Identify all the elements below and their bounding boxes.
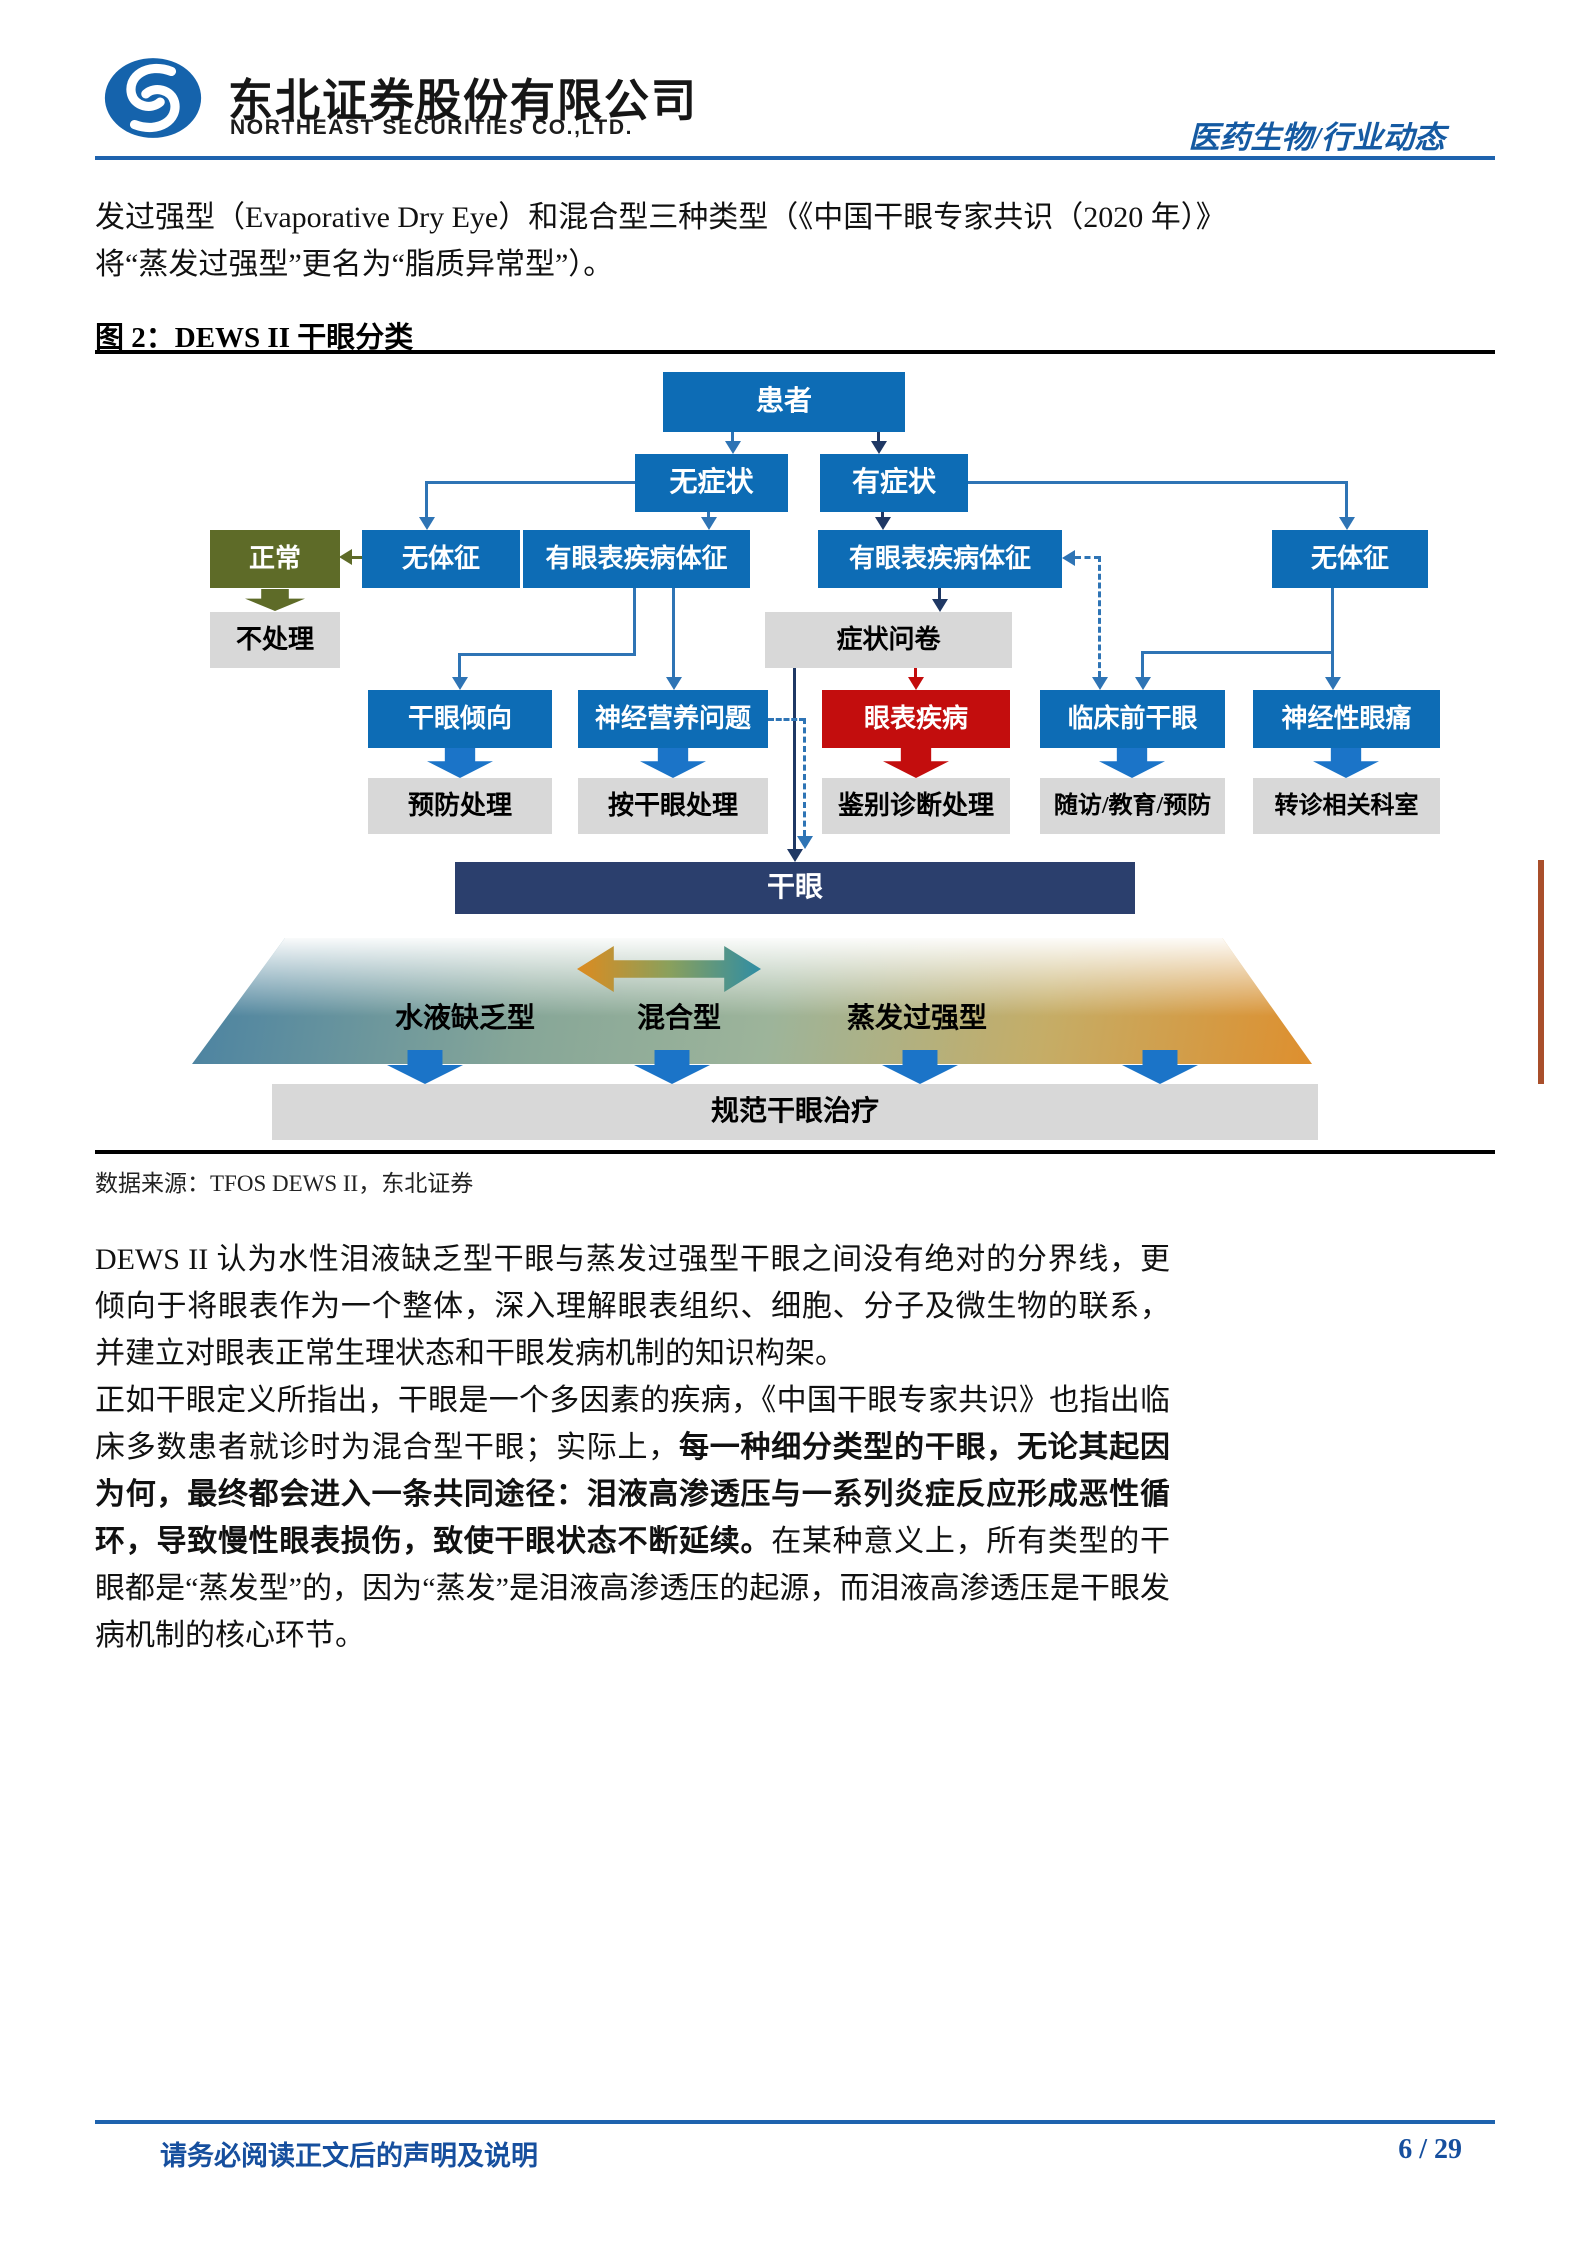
connector (1345, 481, 1348, 517)
node-no-symptom: 无症状 (635, 454, 788, 512)
node-ocular-disease: 眼表疾病 (822, 690, 1010, 748)
connector (877, 432, 880, 441)
node-normal: 正常 (210, 530, 340, 588)
footer-disclaimer: 请务必阅读正文后的声明及说明 (160, 2141, 538, 2171)
intro-line-1: 发过强型（Evaporative Dry Eye）和混合型三种类型（《中国干眼专… (95, 201, 1226, 234)
connector (707, 512, 710, 518)
connector (1143, 651, 1333, 654)
arrowhead (339, 549, 352, 565)
node-neurotrophic: 神经营养问题 (578, 690, 768, 748)
connector-red (914, 668, 917, 677)
connector (938, 588, 941, 599)
arrowhead (871, 441, 887, 454)
arrowhead (787, 849, 803, 862)
flowchart: 患者 无症状 有症状 正常 无体征 有眼表疾病体征 有眼表疾病体征 无体征 (95, 358, 1495, 1150)
arrowhead (1092, 677, 1108, 690)
arrowhead (932, 599, 948, 612)
node-treat-as-dry-eye: 按干眼处理 (578, 778, 768, 834)
node-symptom: 有症状 (820, 454, 968, 512)
arrowhead-dashed (1062, 550, 1075, 566)
footer-rule (95, 2120, 1495, 2124)
arrowhead (452, 677, 468, 690)
revision-bar (1538, 860, 1544, 1084)
arrowhead-red (908, 677, 924, 690)
figure-title: 图 2：DEWS II 干眼分类 (95, 322, 414, 354)
connector (351, 556, 362, 559)
arrowhead (1135, 677, 1151, 690)
connector (425, 481, 428, 517)
connector (458, 653, 461, 677)
arrowhead (725, 441, 741, 454)
connector (968, 481, 1348, 484)
arrowhead (666, 677, 682, 690)
node-prevention: 预防处理 (368, 778, 552, 834)
fat-arrow (640, 748, 706, 778)
arrowhead (1339, 517, 1355, 530)
arrowhead (797, 836, 813, 849)
arrowhead (701, 517, 717, 530)
figure-source: 数据来源：TFOS DEWS II，东北证券 (95, 1171, 474, 1196)
node-neuropathic-pain: 神经性眼痛 (1253, 690, 1440, 748)
company-name-cn: 东北证券股份有限公司 (228, 75, 699, 126)
paragraph-2-regular-2: 在某种意义上，所有类型的干眼都是“蒸发型”的，因为“蒸发”是泪液高渗透压的起源，… (95, 1525, 1171, 1652)
node-sign-left: 有眼表疾病体征 (523, 530, 750, 588)
footer-page-number: 6 / 29 (1398, 2134, 1462, 2165)
fat-arrow (1313, 748, 1379, 778)
intro-line-2: 将“蒸发过强型”更名为“脂质异常型”）。 (95, 248, 614, 281)
node-no-sign-right: 无体征 (1272, 530, 1428, 588)
intro-paragraph: 发过强型（Evaporative Dry Eye）和混合型三种类型（《中国干眼专… (95, 194, 1515, 288)
node-referral: 转诊相关科室 (1253, 778, 1440, 834)
fat-arrow (245, 589, 305, 611)
connector (1141, 651, 1144, 677)
node-no-sign-left: 无体征 (362, 530, 520, 588)
dashed-connector (1075, 556, 1100, 559)
label-aqueous-deficient: 水液缺乏型 (394, 1003, 535, 1034)
label-evaporative: 蒸发过强型 (846, 1003, 987, 1034)
label-mixed: 混合型 (636, 1003, 721, 1034)
node-follow-up: 随访/教育/预防 (1040, 778, 1225, 834)
connector (458, 653, 636, 656)
node-dry-eye-tendency: 干眼倾向 (368, 690, 552, 748)
connector (793, 668, 796, 849)
connector (881, 512, 884, 518)
body-text: DEWS II 认为水性泪液缺乏型干眼与蒸发过强型干眼之间没有绝对的分界线，更倾… (95, 1236, 1170, 1659)
paragraph-1: DEWS II 认为水性泪液缺乏型干眼与蒸发过强型干眼之间没有绝对的分界线，更倾… (95, 1243, 1170, 1370)
company-logo-icon (104, 58, 202, 138)
connector (1331, 588, 1334, 677)
node-standard-treatment: 规范干眼治疗 (272, 1084, 1318, 1140)
node-sign-right: 有眼表疾病体征 (818, 530, 1062, 588)
connector (672, 588, 675, 677)
arrowhead (419, 517, 435, 530)
arrowhead (875, 517, 891, 530)
dry-eye-spectrum (192, 938, 1312, 1064)
paragraph-2: 正如干眼定义所指出，干眼是一个多因素的疾病，《中国干眼专家共识》也指出临床多数患… (95, 1377, 1170, 1659)
node-no-treatment: 不处理 (210, 612, 340, 668)
header-rule (95, 156, 1495, 160)
fat-arrow (1099, 748, 1165, 778)
report-category: 医药生物/行业动态 (1188, 120, 1445, 155)
figure-top-border (95, 350, 1495, 354)
company-name-en: NORTHEAST SECURITIES CO.,LTD. (230, 116, 634, 139)
node-patient: 患者 (663, 372, 905, 432)
paragraph-2-regular-1: 正如干眼定义所指出，干眼是一个多因素的疾病，《中国干眼专家共识》也指出临床多数患… (95, 1384, 1170, 1464)
dashed-connector (1098, 556, 1101, 677)
connector (425, 481, 635, 484)
paragraph-2-bold: 每一种细分类型的干眼，无论其起因为何，最终都会进入一条共同途径：泪液高渗透压与一… (95, 1431, 1171, 1558)
dashed-connector (803, 718, 806, 836)
node-questionnaire: 症状问卷 (765, 612, 1012, 668)
node-dry-eye: 干眼 (455, 862, 1135, 914)
node-preclinical: 临床前干眼 (1040, 690, 1225, 748)
figure-bottom-border (95, 1150, 1495, 1154)
dashed-connector (768, 718, 805, 721)
node-differential: 鉴别诊断处理 (822, 778, 1010, 834)
connector (633, 588, 636, 656)
fat-arrow (427, 748, 493, 778)
arrowhead (1325, 677, 1341, 690)
fat-arrow-red (883, 748, 949, 778)
connector (731, 432, 734, 441)
